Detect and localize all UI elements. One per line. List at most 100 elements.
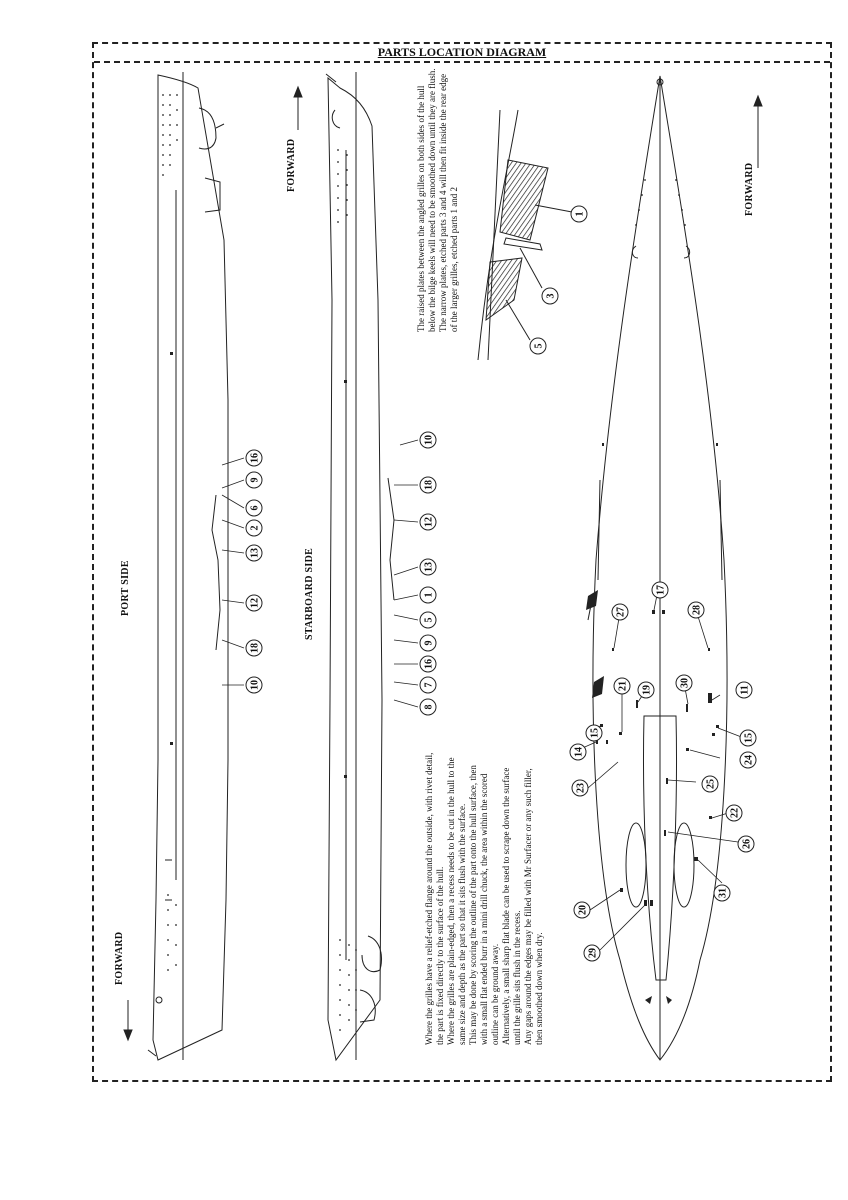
callout-number: 29: [588, 948, 599, 958]
callout-number: 25: [706, 779, 717, 789]
callout-number: 6: [250, 506, 261, 511]
forward-arrow-icon: [123, 85, 763, 1042]
bottom-view-hull: [587, 75, 728, 1061]
callout-circle-port: [245, 519, 263, 537]
callout-number: 23: [576, 783, 587, 793]
callout-number: 18: [424, 480, 435, 490]
callout-number: 7: [424, 683, 435, 688]
callout-circle-port: [245, 471, 263, 489]
port-side-label: PORT SIDE: [120, 560, 131, 616]
starboard-side-hull: [325, 72, 395, 1062]
callout-circle-bottom: [573, 901, 591, 919]
callout-circle-starboard: [419, 634, 437, 652]
callout-number: 1: [575, 212, 586, 217]
fitting-instructions: Where the grilles have a relief-etched f…: [424, 751, 545, 1045]
callout-circle-starboard: [419, 586, 437, 604]
callout-number: 21: [618, 681, 629, 691]
fitting-note-5: Any gaps around the edges may be filled …: [523, 768, 544, 1045]
callout-circle-port: [245, 544, 263, 562]
fitting-note-4: Alternatively, a small sharp flat blade …: [501, 767, 522, 1045]
keel-grille-note: The raised plates between the angled gri…: [416, 68, 459, 332]
callout-circle-bottom: [585, 724, 603, 742]
callout-circle-port: [245, 449, 263, 467]
callout-number: 12: [424, 517, 435, 527]
callout-number: 13: [250, 548, 261, 558]
callout-number: 5: [424, 618, 435, 623]
fitting-note-1: Where the grilles have a relief-etched f…: [424, 752, 445, 1045]
callout-number: 31: [718, 888, 729, 898]
callout-circle-detail: [541, 287, 559, 305]
forward-label-bottom: FORWARD: [744, 162, 755, 216]
callout-number: 30: [680, 678, 691, 688]
callout-number: 28: [692, 605, 703, 615]
diagram-title: PARTS LOCATION DIAGRAM: [94, 44, 830, 63]
callout-number: 22: [730, 808, 741, 818]
bottom-view-fittings: [586, 179, 719, 1004]
starboard-side-label: STARBOARD SIDE: [304, 547, 315, 640]
callout-circle-bottom: [569, 743, 587, 761]
callout-circle-port: [245, 639, 263, 657]
callout-circle-starboard: [419, 431, 437, 449]
callout-circle-bottom: [571, 779, 589, 797]
callout-number: 26: [742, 839, 753, 849]
callout-number: 16: [250, 453, 261, 463]
callout-number: 27: [616, 607, 627, 617]
callout-number: 24: [744, 755, 755, 765]
callout-circle-bottom: [637, 681, 655, 699]
callout-number: 3: [546, 294, 557, 299]
callout-circle-bottom: [739, 729, 757, 747]
fitting-note-3: This may be done by scoring the outline …: [468, 765, 500, 1045]
callout-number: 10: [424, 435, 435, 445]
port-rivet-rows: [162, 94, 178, 971]
callout-circle-starboard: [419, 698, 437, 716]
callout-number: 9: [250, 478, 261, 483]
callout-circle-bottom: [725, 804, 743, 822]
starboard-rivet-rows: [337, 149, 357, 1031]
port-side-hull: [147, 72, 229, 1061]
callout-circle-detail: [570, 205, 588, 223]
callout-circle-starboard: [419, 655, 437, 673]
callout-number: 8: [424, 705, 435, 710]
callout-number: 5: [534, 344, 545, 349]
callout-circle-bottom: [687, 601, 705, 619]
fitting-note-2: Where the grilles are plain-edged, then …: [446, 757, 467, 1045]
callout-circle-starboard: [419, 476, 437, 494]
callout-number: 12: [250, 598, 261, 608]
callout-circle-starboard: [419, 676, 437, 694]
callout-number: 14: [574, 747, 585, 757]
callout-circle-bottom: [713, 884, 731, 902]
callout-number: 13: [424, 562, 435, 572]
callout-number: 9: [424, 641, 435, 646]
callout-circle-bottom: [737, 835, 755, 853]
callout-number: 20: [578, 905, 589, 915]
callout-number: 19: [642, 685, 653, 695]
callout-circle-bottom: [739, 751, 757, 769]
forward-label-starboard: FORWARD: [286, 138, 297, 192]
callout-circle-bottom: [675, 674, 693, 692]
callout-number: 15: [744, 733, 755, 743]
callout-circle-bottom: [701, 775, 719, 793]
callout-circle-bottom: [735, 681, 753, 699]
callout-circle-bottom: [583, 944, 601, 962]
callout-number: 2: [250, 526, 261, 531]
callout-circle-port: [245, 594, 263, 612]
callout-circle-detail: [529, 337, 547, 355]
callout-circle-port: [245, 676, 263, 694]
callout-circle-starboard: [419, 558, 437, 576]
callout-number: 1: [424, 593, 435, 598]
callout-number: 10: [250, 680, 261, 690]
callout-circle-starboard: [419, 513, 437, 531]
callout-number: 18: [250, 643, 261, 653]
callout-circle-bottom: [651, 581, 669, 599]
forward-label-port: FORWARD: [114, 931, 125, 985]
callout-number: 17: [656, 585, 667, 595]
callout-circle-bottom: [613, 677, 631, 695]
callout-number: 15: [590, 728, 601, 738]
callout-circle-starboard: [419, 611, 437, 629]
keel-grille-detail: [477, 109, 573, 361]
callout-number: 11: [740, 685, 751, 694]
parts-location-sheet: PARTS LOCATION DIAGRAM: [92, 42, 832, 1082]
callout-circle-bottom: [611, 603, 629, 621]
